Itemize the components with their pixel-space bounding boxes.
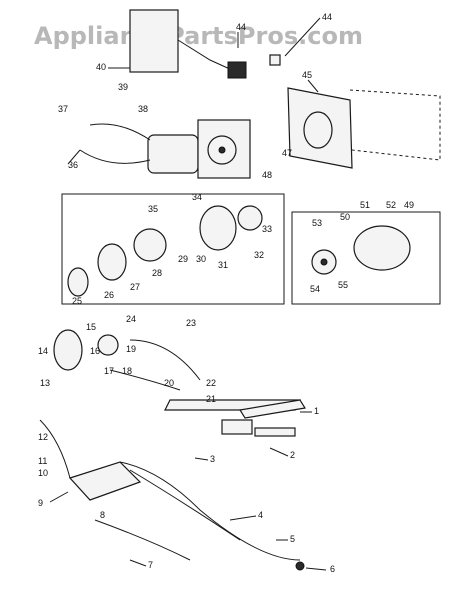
switch-44 (269, 54, 281, 66)
callout-29: 29 (178, 254, 188, 264)
callout-27: 27 (130, 282, 140, 292)
connector-6 (295, 561, 305, 571)
blower-detail-box (61, 193, 285, 305)
callout-23: 23 (186, 318, 196, 328)
motor-fan-assembly (79, 119, 251, 179)
callout-40: 40 (96, 62, 106, 72)
callout-4: 4 (258, 510, 263, 520)
callout-54: 55 (338, 280, 348, 290)
watermark-text: AppliancePartsPros.com (34, 22, 363, 50)
callout-14: 14 (38, 346, 48, 356)
callout-38: 38 (138, 104, 148, 114)
callout-13: 13 (40, 378, 50, 388)
callout-28: 28 (152, 268, 162, 278)
detail-box-left (61, 193, 285, 305)
callout-32: 32 (254, 250, 264, 260)
callout-3: 3 (210, 454, 215, 464)
callout-18: 18 (122, 366, 132, 376)
burner-1 (221, 419, 253, 435)
callout-7: 7 (148, 560, 153, 570)
callout-52: 53 (312, 218, 322, 228)
callout-20: 20 (164, 378, 174, 388)
callout-53: 54 (310, 284, 320, 294)
terminal-block-9 (68, 461, 142, 501)
callout-26: 26 (104, 290, 114, 300)
callout-15: 15 (86, 322, 96, 332)
reflector-14 (53, 329, 83, 371)
callout-6: 6 (330, 564, 335, 574)
motor-detail-box (291, 211, 441, 305)
motor-housing (147, 134, 199, 174)
blower-31 (199, 205, 237, 251)
callout-22: 22 (206, 378, 216, 388)
callout-30: 30 (196, 254, 206, 264)
callout-9: 9 (38, 498, 43, 508)
callout-10: 10 (38, 468, 48, 478)
callout-12: 12 (38, 432, 48, 442)
callout-1: 1 (314, 406, 319, 416)
callout-2: 2 (290, 450, 295, 460)
housing-27 (97, 243, 127, 281)
cover-25 (67, 267, 89, 297)
callout-24: 24 (126, 314, 136, 324)
callout-8: 8 (100, 510, 105, 520)
callout-41: 44 (236, 22, 246, 32)
callout-37: 37 (58, 104, 68, 114)
callout-44: 44 (322, 12, 332, 22)
callout-11: 11 (38, 456, 47, 466)
callout-21: 21 (206, 394, 216, 404)
callout-33: 33 (262, 224, 272, 234)
control-panel (129, 9, 179, 73)
control-panel-assembly (129, 9, 441, 169)
callout-31: 31 (218, 260, 228, 270)
transformer (227, 61, 247, 79)
leader-lines (49, 17, 327, 571)
part-15 (97, 334, 119, 356)
callout-16: 16 (90, 346, 100, 356)
tube-2 (254, 427, 296, 437)
fan-32 (237, 205, 263, 231)
callout-labels: 44 44 40 39 37 38 36 45 47 48 34 35 33 2… (38, 12, 414, 574)
callout-36: 36 (68, 160, 78, 170)
callout-25: 25 (72, 296, 82, 306)
callout-51: 52 (386, 200, 396, 210)
callout-39: 39 (118, 82, 128, 92)
motor-50 (353, 225, 411, 271)
callout-47: 48 (262, 170, 272, 180)
callout-49: 50 (340, 212, 350, 222)
terminal-block-assembly (39, 419, 305, 571)
callout-45: 45 (302, 70, 312, 80)
callout-19: 19 (126, 344, 136, 354)
burner-assembly (53, 329, 306, 437)
fan-wheel-29 (133, 228, 167, 262)
callout-50: 51 (360, 200, 370, 210)
detail-box-right (291, 211, 441, 305)
callout-17: 17 (104, 366, 114, 376)
callout-46: 47 (282, 148, 292, 158)
callout-34: 34 (192, 192, 202, 202)
callout-48: 49 (404, 200, 414, 210)
callout-5: 5 (290, 534, 295, 544)
callout-35: 35 (148, 204, 158, 214)
